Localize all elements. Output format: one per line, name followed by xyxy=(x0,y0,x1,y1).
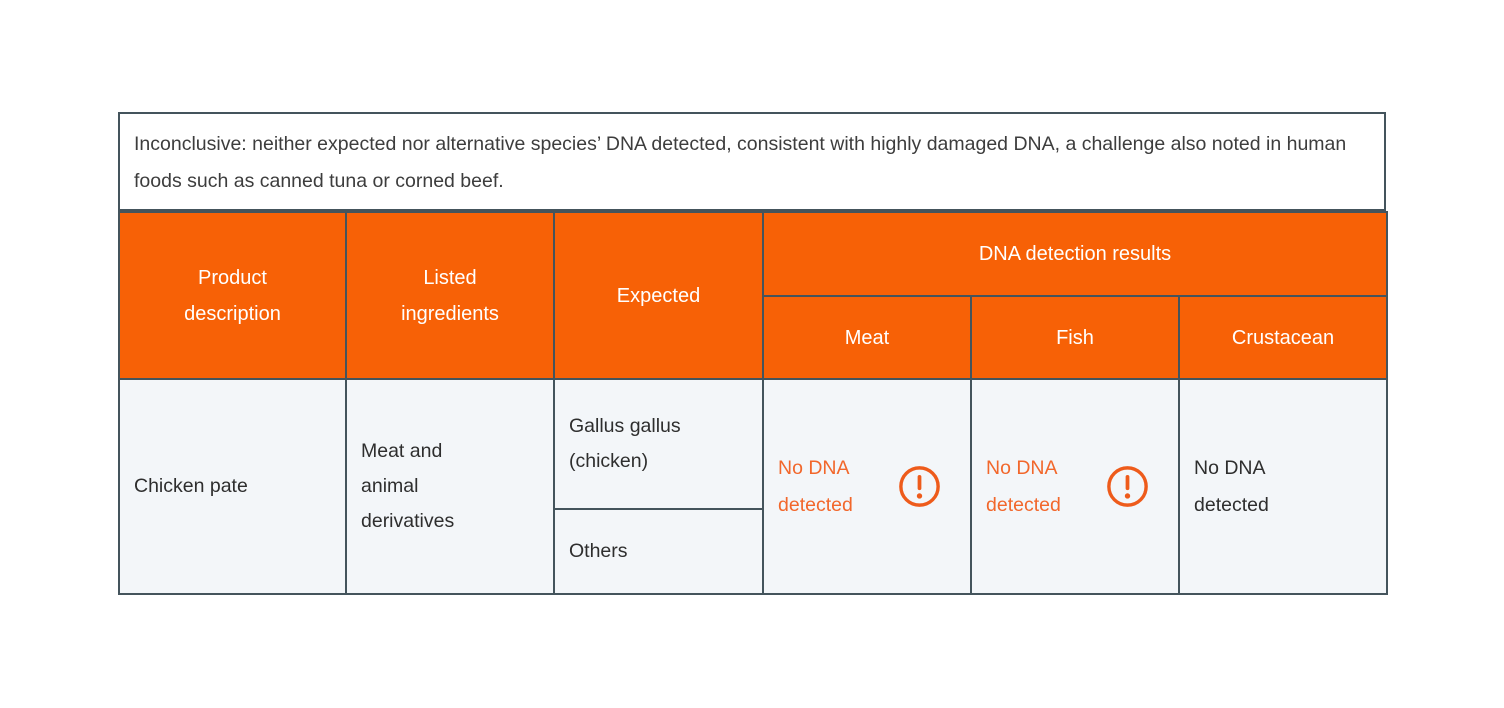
fish-result-text: No DNA detected xyxy=(986,456,1061,516)
header-expected-label: Expected xyxy=(616,284,701,307)
note-box: Inconclusive: neither expected nor alter… xyxy=(118,112,1386,211)
expected-others-text: Others xyxy=(569,540,628,562)
header-fish-label: Fish xyxy=(1056,326,1094,349)
header-listed-ingredients-label: Listed ingredients xyxy=(401,266,499,325)
alert-circle-icon xyxy=(1107,466,1148,507)
header-expected: Expected xyxy=(553,211,764,380)
dna-results-table: Product description Listed ingredients E… xyxy=(118,211,1389,595)
meat-result-text: No DNA detected xyxy=(778,456,853,516)
cell-crustacean-result: No DNA detected xyxy=(1177,378,1389,595)
cell-product-description: Chicken pate xyxy=(118,378,347,595)
header-dna-detection-results-label: DNA detection results xyxy=(978,243,1172,265)
header-fish: Fish xyxy=(970,295,1180,380)
header-product-description: Product description xyxy=(118,211,347,380)
report-table-section: Inconclusive: neither expected nor alter… xyxy=(118,112,1389,595)
cell-expected-primary: Gallus gallus (chicken) xyxy=(553,378,764,510)
crustacean-result-text: No DNA detected xyxy=(1194,456,1269,516)
ingredients-text: Meat and animal derivatives xyxy=(361,440,455,532)
header-crustacean: Crustacean xyxy=(1177,295,1389,380)
cell-listed-ingredients: Meat and animal derivatives xyxy=(345,378,555,595)
header-product-description-label: Product description xyxy=(184,266,281,325)
header-meat: Meat xyxy=(762,295,972,380)
header-meat-label: Meat xyxy=(844,326,890,349)
cell-fish-result: No DNA detected xyxy=(970,378,1180,595)
alert-circle-icon xyxy=(899,466,940,507)
cell-expected-secondary: Others xyxy=(553,508,764,595)
expected-species-text: Gallus gallus (chicken) xyxy=(569,415,681,472)
cell-meat-result: No DNA detected xyxy=(762,378,972,595)
header-listed-ingredients: Listed ingredients xyxy=(345,211,555,380)
header-crustacean-label: Crustacean xyxy=(1231,326,1335,349)
product-name: Chicken pate xyxy=(134,475,248,497)
header-dna-detection-results: DNA detection results xyxy=(761,211,1389,297)
note-text: Inconclusive: neither expected nor alter… xyxy=(134,133,1347,192)
